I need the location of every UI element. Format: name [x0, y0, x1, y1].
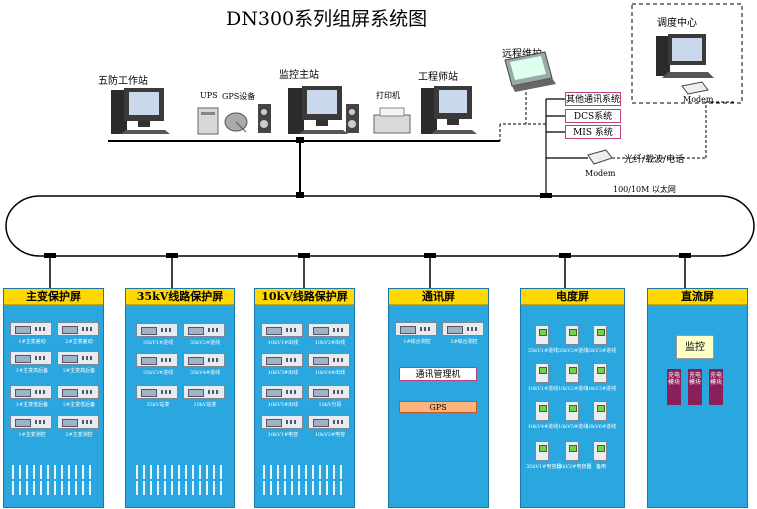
panel-energy-meter: 电度屏 35kV1#进线 35kV2#进线 35kV3#进线 10kV1#进线 …: [520, 288, 625, 508]
terminal-block: [136, 481, 226, 495]
wufang-label: 五防工作站: [98, 76, 148, 87]
engineer-label: 工程师站: [418, 72, 458, 83]
panel-title: 电度屏: [521, 289, 624, 305]
ups-icon: [197, 107, 219, 135]
terminal-block: [12, 481, 96, 495]
ups-label: UPS: [200, 91, 218, 100]
speaker-icon: [346, 104, 359, 133]
terminal-block: [263, 481, 347, 495]
dispatch-label: 调度中心: [657, 18, 697, 29]
terminal-block: [263, 465, 347, 479]
printer-icon: [373, 107, 411, 134]
terminal-block: [136, 465, 226, 479]
monitor-computer-icon: [288, 86, 348, 134]
printer-label: 打印机: [376, 91, 400, 100]
panel-main-transformer: 主变保护屏 1#主变差动 2#主变差动 1#主变高后备 2#主变高后备 1#主变…: [3, 288, 104, 508]
equipment-icons: [111, 34, 714, 165]
system-dcs: DCS系统: [565, 109, 621, 123]
laptop-icon: [504, 51, 556, 92]
page-title: DN300系列组屏系统图: [226, 8, 428, 30]
panel-title: 主变保护屏: [4, 289, 103, 305]
dispatch-computer-icon: [656, 34, 714, 78]
modem-mid-label: Modem: [585, 169, 616, 178]
speaker-icon: [258, 104, 271, 133]
system-mis: MIS 系统: [565, 125, 621, 139]
charging-module: 充电模块: [667, 369, 681, 405]
terminal-block: [12, 465, 96, 479]
panel-title: 10kV线路保护屏: [255, 289, 354, 305]
panel-title: 直流屏: [648, 289, 747, 305]
charging-module: 充电模块: [688, 369, 702, 405]
panel-title: 通讯屏: [389, 289, 488, 305]
gps-label: GPS设备: [222, 92, 256, 101]
remote-label: 远程维护: [502, 49, 542, 60]
gps-module: GPS: [399, 401, 477, 413]
monitor-label: 监控主站: [279, 70, 319, 81]
wufang-computer-icon: [111, 88, 170, 134]
engineer-computer-icon: [421, 86, 477, 134]
charging-module: 充电模块: [709, 369, 723, 405]
modem-icon: [587, 149, 613, 165]
panel-dc: 直流屏 监控 充电模块 充电模块 充电模块: [647, 288, 748, 508]
gps-device-icon: [224, 112, 248, 133]
system-other-comm: 其他通讯系统: [565, 92, 621, 106]
ethernet-label: 100/10M 以太网: [613, 185, 676, 194]
panel-10kv-line: 10kV线路保护屏 10kV1#出线 10kV2#出线 10kV3#出线 10k…: [254, 288, 355, 508]
comm-manager: 通讯管理机: [399, 367, 477, 381]
link-label: 光纤/载波/电话: [624, 155, 685, 165]
dc-monitor: 监控: [676, 335, 714, 359]
panel-communication: 通讯屏 1#综合测控 2#综合测控 通讯管理机 GPS: [388, 288, 489, 508]
panel-title: 35kV线路保护屏: [126, 289, 234, 305]
modem-icon: [681, 81, 709, 95]
ethernet-ring: [5, 195, 755, 257]
modem-top-label: Modem: [683, 95, 714, 104]
panel-35kv-line: 35kV线路保护屏 35kV1#进线 35kV2#进线 35kV3#进线 35k…: [125, 288, 235, 508]
